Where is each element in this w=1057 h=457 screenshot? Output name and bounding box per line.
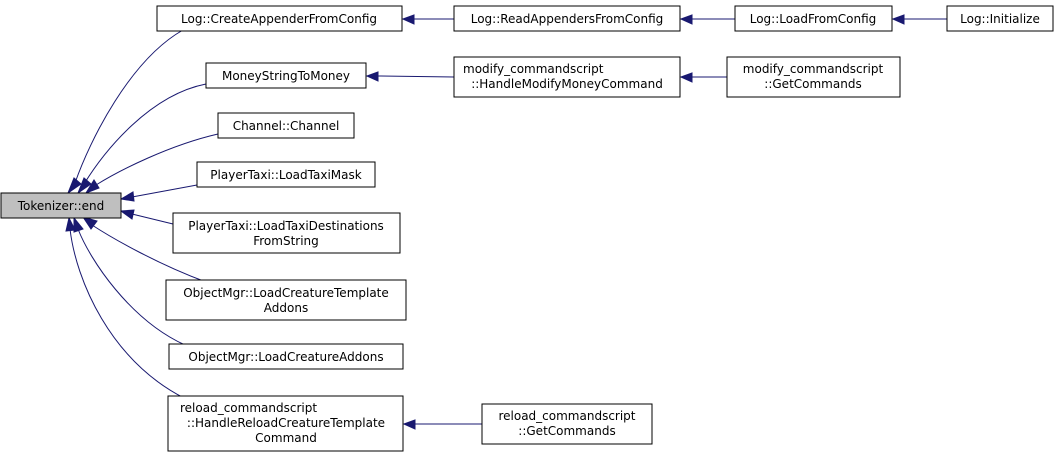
node-modify-get-commands[interactable]: modify_commandscript ::GetCommands [726,56,901,98]
node-label: Addons [264,301,308,315]
node-label: ::HandleModifyMoneyCommand [471,77,663,91]
edge-modify-handle-money-to-money-string [377,75,455,78]
edge-arrowhead [891,14,905,25]
node-read-appenders-from-config[interactable]: Log::ReadAppendersFromConfig [453,5,681,32]
edge-arrowhead [73,216,84,233]
node-log-initialize[interactable]: Log::Initialize [946,5,1054,32]
node-label: ::GetCommands [518,424,615,438]
node-label: ObjectMgr::LoadCreatureAddons [188,350,383,364]
edge-arrowhead [679,14,693,25]
node-channel-channel[interactable]: Channel::Channel [217,112,355,139]
node-label: modify_commandscript [743,62,884,76]
edge-arrowhead [401,14,415,25]
edge-arrowhead [679,72,693,83]
edge-arrowhead [65,216,76,232]
node-modify-handle-modify-money-command[interactable]: modify_commandscript ::HandleModifyMoney… [453,56,681,98]
node-label: Channel::Channel [233,119,340,133]
edge-arrowhead [119,191,135,202]
edge-money-string-to-tokenizer-end [83,83,207,185]
edge-load-taxi-mask-to-tokenizer-end [131,184,198,198]
edge-reload-handle-to-tokenizer-end [69,228,185,399]
node-tokenizer-end[interactable]: Tokenizer::end [0,192,122,219]
node-load-creature-template-addons[interactable]: ObjectMgr::LoadCreatureTemplate Addons [165,279,407,321]
edge-arrowhead [84,179,100,194]
node-label: Log::LoadFromConfig [750,12,877,26]
node-load-creature-addons[interactable]: ObjectMgr::LoadCreatureAddons [168,343,404,370]
node-label: Command [255,431,317,445]
node-load-taxi-mask[interactable]: PlayerTaxi::LoadTaxiMask [196,161,376,188]
node-reload-handle-reload-creature-template-command[interactable]: reload_commandscript ::HandleReloadCreat… [167,395,404,452]
edge-arrowhead [81,216,98,230]
node-label: PlayerTaxi::LoadTaxiMask [210,168,361,182]
node-label: Log::Initialize [960,12,1040,26]
edge-load-creature-addons-to-tokenizer-end [77,228,186,346]
nodes: Tokenizer::end Log::CreateAppenderFromCo… [0,5,1054,452]
node-reload-get-commands[interactable]: reload_commandscript ::GetCommands [481,403,653,445]
node-money-string-to-money[interactable]: MoneyStringToMoney [205,62,367,89]
node-label: MoneyStringToMoney [222,69,350,83]
node-label: PlayerTaxi::LoadTaxiDestinations [188,219,384,233]
edge-arrowhead [119,209,135,220]
edge-arrowhead [402,419,416,430]
edge-arrowhead [365,71,379,82]
edge-arrowhead [66,177,82,195]
node-label: reload_commandscript [498,409,635,423]
node-load-taxi-destinations-from-string[interactable]: PlayerTaxi::LoadTaxiDestinations FromStr… [172,212,401,254]
edge-load-taxi-dest-to-tokenizer-end [131,213,174,225]
edges [65,14,947,430]
node-create-appender-from-config[interactable]: Log::CreateAppenderFromConfig [156,5,403,32]
node-load-from-config[interactable]: Log::LoadFromConfig [734,5,893,32]
node-label: ::HandleReloadCreatureTemplate [187,416,385,430]
node-label: Log::CreateAppenderFromConfig [181,12,377,26]
node-label: ::GetCommands [764,77,861,91]
node-label: reload_commandscript [180,401,317,415]
edge-channel-to-tokenizer-end [95,133,219,186]
edge-create-appender-to-tokenizer-end [74,29,184,184]
edge-arrowhead [76,177,92,195]
node-label: ObjectMgr::LoadCreatureTemplate [183,286,389,300]
node-label: modify_commandscript [463,62,604,76]
node-label: Log::ReadAppendersFromConfig [471,12,664,26]
edge-load-creature-template-addons-to-tokenizer-end [91,224,207,283]
node-label: FromString [253,234,319,248]
node-label: Tokenizer::end [17,199,105,213]
